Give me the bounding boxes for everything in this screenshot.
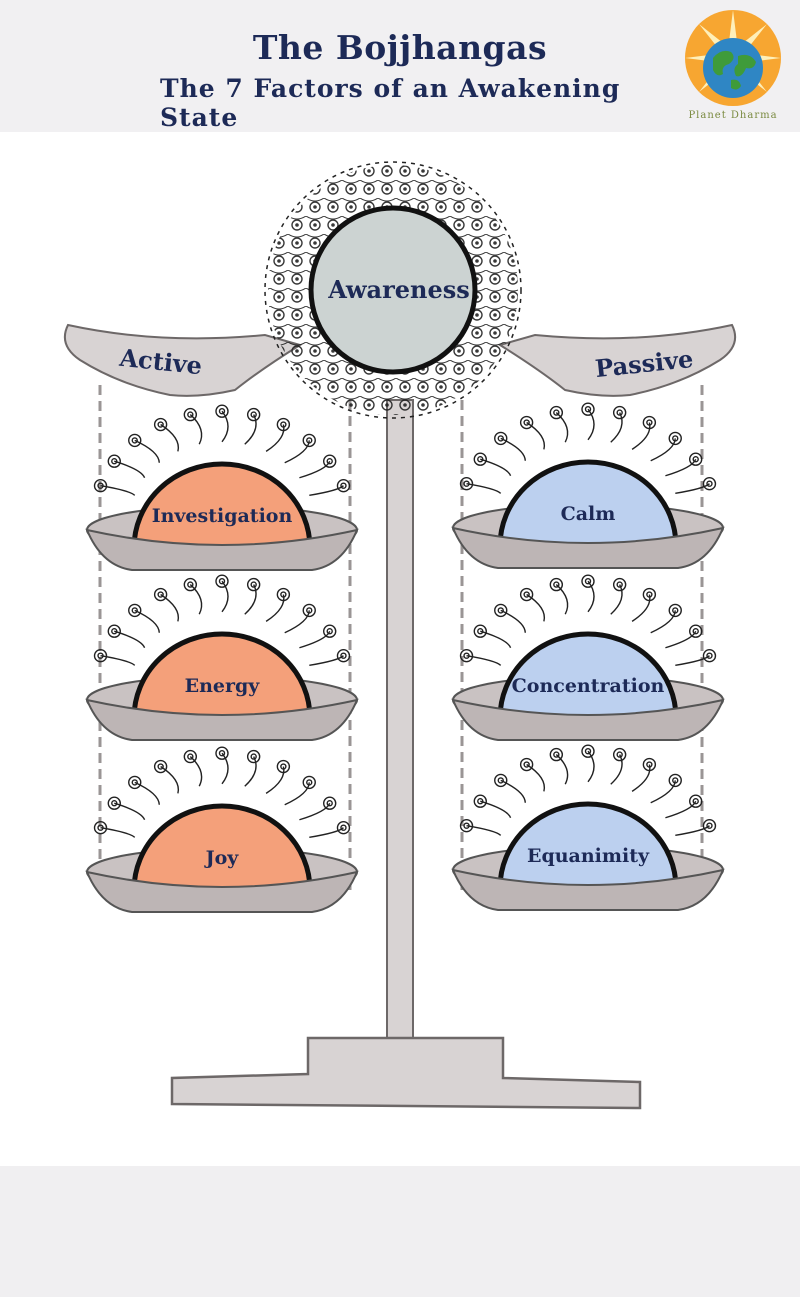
factor-dome bbox=[131, 461, 313, 551]
factor-pan-joy: Joy bbox=[85, 746, 359, 913]
balance-diagram: Active Passive Awareness InvestigationEn… bbox=[64, 161, 736, 1110]
factor-pan-concentration: Concentration bbox=[451, 574, 725, 741]
factor-label: Joy bbox=[204, 847, 240, 869]
factor-dome bbox=[497, 801, 679, 891]
pan-body bbox=[451, 526, 725, 569]
factor-pan-calm: Calm bbox=[451, 402, 725, 569]
swirl-ornament bbox=[93, 746, 351, 839]
footer-band bbox=[0, 1166, 800, 1297]
logo-text: Planet Dharma bbox=[688, 110, 778, 121]
swirl-ornament bbox=[459, 574, 717, 667]
swirl-ornament bbox=[459, 744, 717, 837]
swirl-ornament bbox=[93, 574, 351, 667]
factor-dome bbox=[497, 631, 679, 721]
chains bbox=[98, 385, 704, 890]
header-band: The Bojjhangas The 7 Factors of an Awake… bbox=[0, 0, 800, 132]
factor-label: Concentration bbox=[512, 675, 665, 697]
factor-label: Investigation bbox=[152, 505, 293, 527]
factor-pan-energy: Energy bbox=[85, 574, 359, 741]
page-title: The Bojjhangas bbox=[252, 28, 548, 67]
page-subtitle: The 7 Factors of an Awakening State bbox=[160, 74, 621, 132]
right-arm bbox=[497, 323, 736, 397]
stand bbox=[170, 399, 642, 1110]
factor-dome bbox=[131, 803, 313, 893]
factor-label: Calm bbox=[561, 503, 616, 525]
factor-label: Energy bbox=[185, 675, 261, 697]
swirl-ornament bbox=[459, 402, 717, 495]
pan-body bbox=[85, 698, 359, 741]
planet-dharma-logo bbox=[685, 10, 781, 106]
swirl-ornament bbox=[93, 404, 351, 497]
pan-body bbox=[85, 528, 359, 571]
center-label: Awareness bbox=[327, 275, 470, 304]
left-arm bbox=[64, 323, 303, 397]
factor-pan-equanimity: Equanimity bbox=[451, 744, 725, 911]
pan-body bbox=[85, 870, 359, 913]
awareness-medallion: Awareness bbox=[264, 161, 522, 419]
factor-label: Equanimity bbox=[527, 845, 650, 867]
pan-body bbox=[451, 868, 725, 911]
factor-dome bbox=[497, 459, 679, 549]
pan-body bbox=[451, 698, 725, 741]
factor-dome bbox=[131, 631, 313, 721]
factor-pan-investigation: Investigation bbox=[85, 404, 359, 571]
